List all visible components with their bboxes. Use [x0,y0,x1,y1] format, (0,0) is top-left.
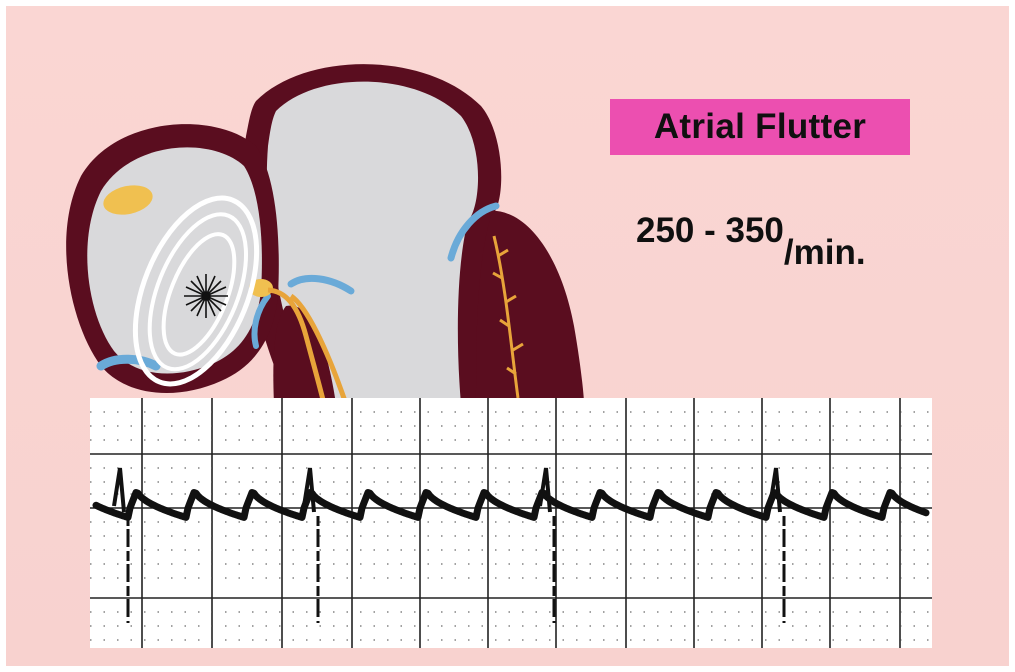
rate-value: 250 - 350 [636,211,784,250]
title-box: Atrial Flutter [610,99,910,155]
title: Atrial Flutter [654,107,866,147]
rate-unit: /min. [784,233,866,272]
ecg-strip [90,398,932,648]
rate-label: 250 - 350/min. [636,211,866,251]
slide: Atrial Flutter 250 - 350/min. [6,6,1009,666]
